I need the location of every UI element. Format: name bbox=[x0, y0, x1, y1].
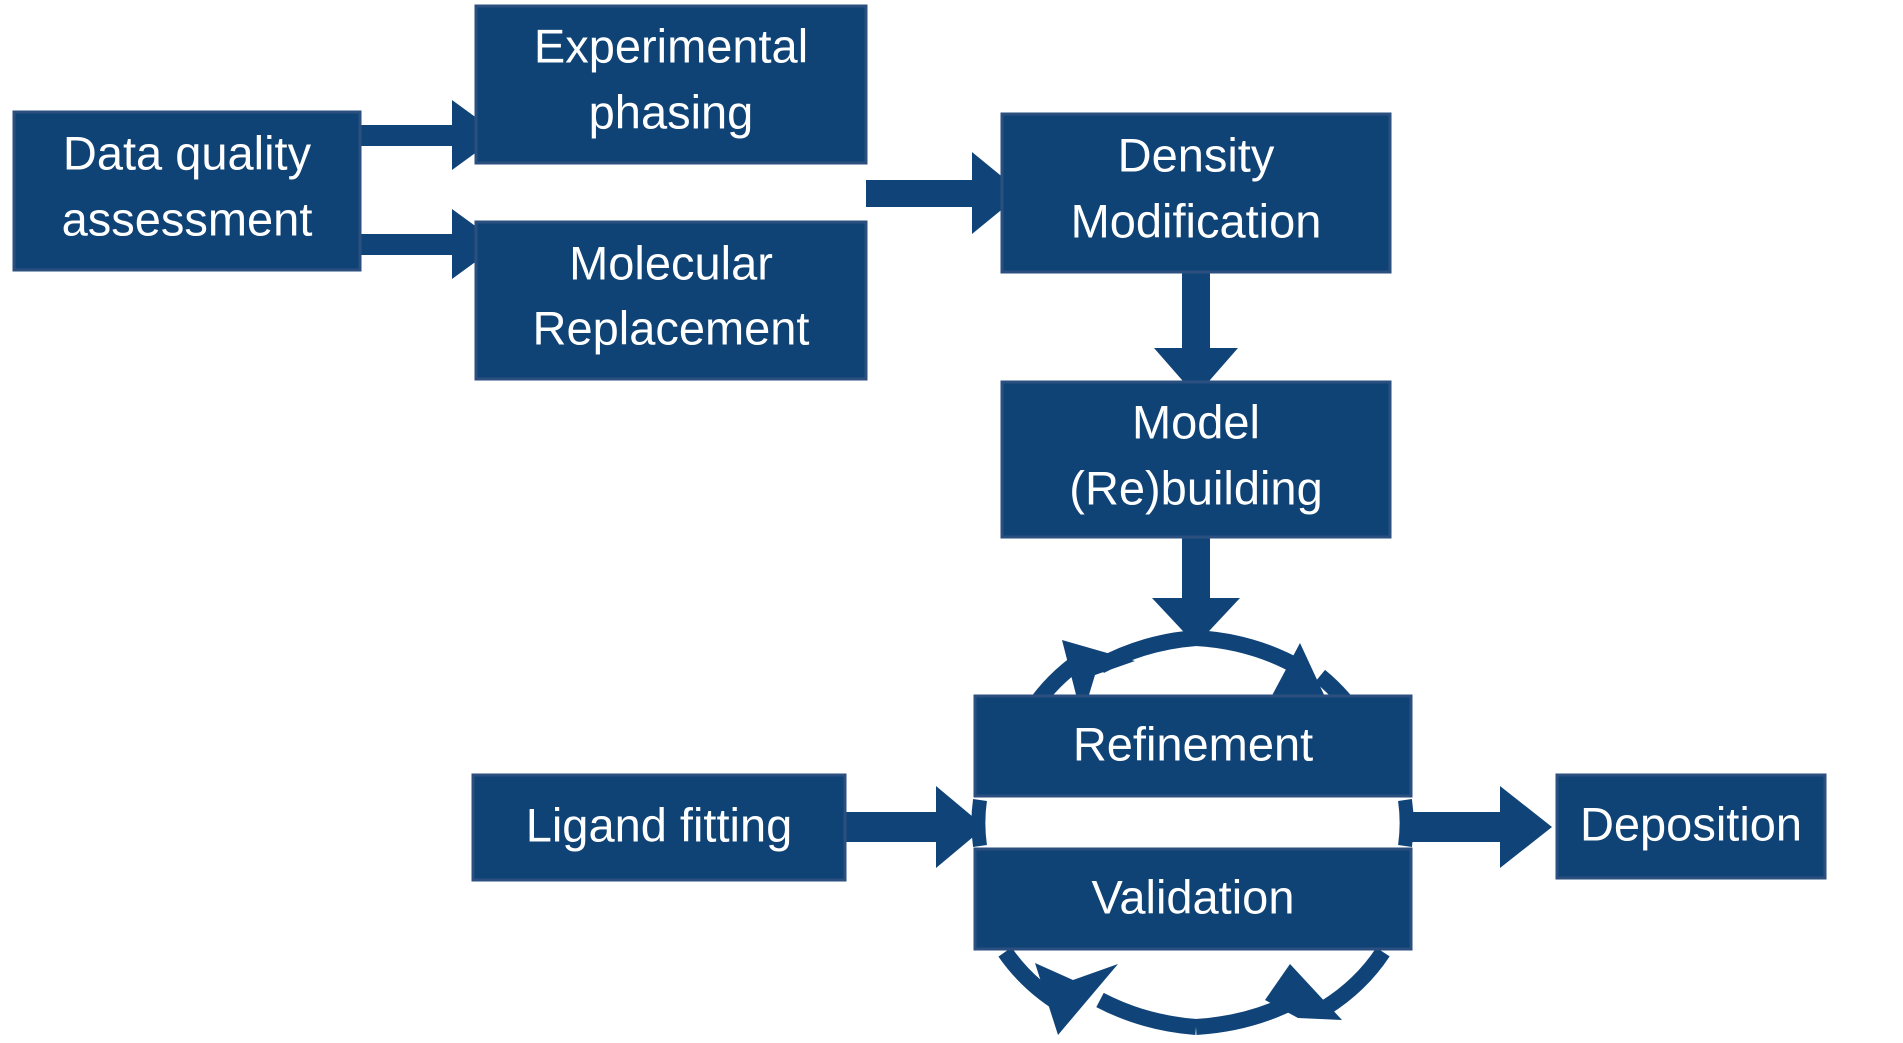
node-label-data-quality-assessment-line2: assessment bbox=[62, 192, 313, 245]
node-box-deposition[interactable] bbox=[1555, 773, 1827, 880]
cycle-arrowhead-bottom-right bbox=[1265, 964, 1342, 1020]
cycle-arc-bottom-right bbox=[1320, 947, 1390, 1015]
node-label-refinement: Refinement bbox=[1073, 717, 1313, 770]
node-label-ligand-fitting: Ligand fitting bbox=[526, 798, 793, 851]
node-box-data-quality-assessment[interactable] bbox=[12, 110, 362, 272]
node-data-quality-assessment[interactable]: Data quality assessment bbox=[12, 110, 362, 272]
node-refinement[interactable]: Refinement bbox=[973, 694, 1413, 798]
cycle-arc-bottom-mid-left bbox=[1096, 992, 1197, 1035]
node-label-model-rebuilding-line2: (Re)building bbox=[1069, 461, 1322, 514]
node-label-molecular-replacement-line1: Molecular bbox=[569, 236, 773, 289]
arrow-to-density-modification bbox=[866, 152, 1022, 234]
node-deposition[interactable]: Deposition bbox=[1555, 773, 1827, 880]
cycle-arc-top-mid-left bbox=[1096, 630, 1197, 674]
node-label-data-quality-assessment-line1: Data quality bbox=[63, 126, 312, 179]
arrow-density-to-model bbox=[1154, 272, 1238, 396]
node-label-molecular-replacement-line2: Replacement bbox=[533, 301, 810, 354]
arrow-cycle-to-deposition bbox=[1402, 786, 1552, 868]
node-density-modification[interactable]: Density Modification bbox=[1000, 112, 1392, 274]
arrow-ligand-to-cycle bbox=[845, 786, 985, 868]
arrow-model-to-cycle bbox=[1152, 537, 1240, 645]
node-label-density-modification-line1: Density bbox=[1118, 128, 1275, 181]
arrow-dqa-to-molecular-replacement bbox=[360, 209, 500, 279]
node-label-experimental-phasing-line1: Experimental bbox=[534, 19, 808, 72]
node-label-experimental-phasing-line2: phasing bbox=[589, 85, 754, 138]
cycle-arrowhead-bottom-left bbox=[1035, 963, 1118, 1035]
node-ligand-fitting[interactable]: Ligand fitting bbox=[471, 773, 847, 882]
node-label-density-modification-line2: Modification bbox=[1071, 194, 1322, 247]
node-label-model-rebuilding-line1: Model bbox=[1132, 395, 1260, 448]
arrow-dqa-to-experimental-phasing bbox=[360, 100, 500, 170]
node-label-deposition: Deposition bbox=[1580, 797, 1802, 850]
node-box-experimental-phasing[interactable] bbox=[474, 4, 868, 165]
node-box-model-rebuilding[interactable] bbox=[1000, 380, 1392, 539]
node-experimental-phasing[interactable]: Experimental phasing bbox=[474, 4, 868, 165]
node-model-rebuilding[interactable]: Model (Re)building bbox=[1000, 380, 1392, 539]
cycle-arc-top-mid-right bbox=[1195, 630, 1304, 675]
node-box-ligand-fitting[interactable] bbox=[471, 773, 847, 882]
node-label-validation: Validation bbox=[1092, 870, 1295, 923]
node-box-density-modification[interactable] bbox=[1000, 112, 1392, 274]
node-box-validation[interactable] bbox=[973, 847, 1413, 951]
node-box-molecular-replacement[interactable] bbox=[474, 220, 868, 381]
node-validation[interactable]: Validation bbox=[973, 847, 1413, 951]
node-molecular-replacement[interactable]: Molecular Replacement bbox=[474, 220, 868, 381]
node-box-refinement[interactable] bbox=[973, 694, 1413, 798]
